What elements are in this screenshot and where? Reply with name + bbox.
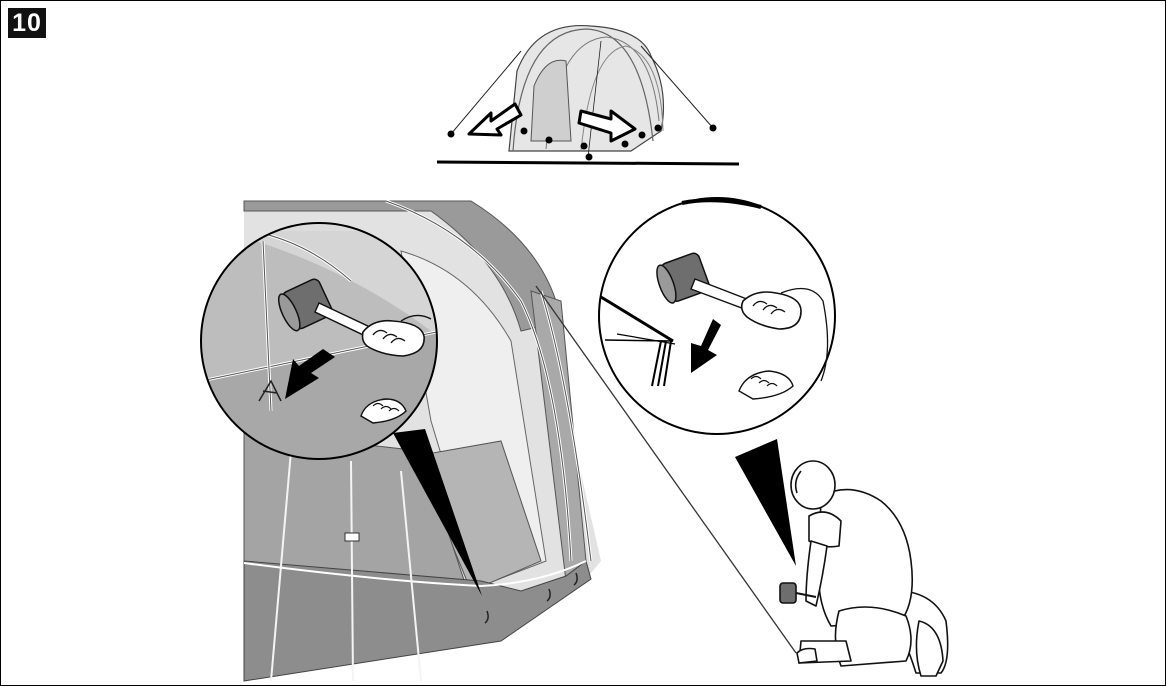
mallet-zoom-right-icon xyxy=(599,198,835,566)
tent-overview-icon xyxy=(437,26,739,164)
kneeling-person-icon xyxy=(780,461,948,676)
